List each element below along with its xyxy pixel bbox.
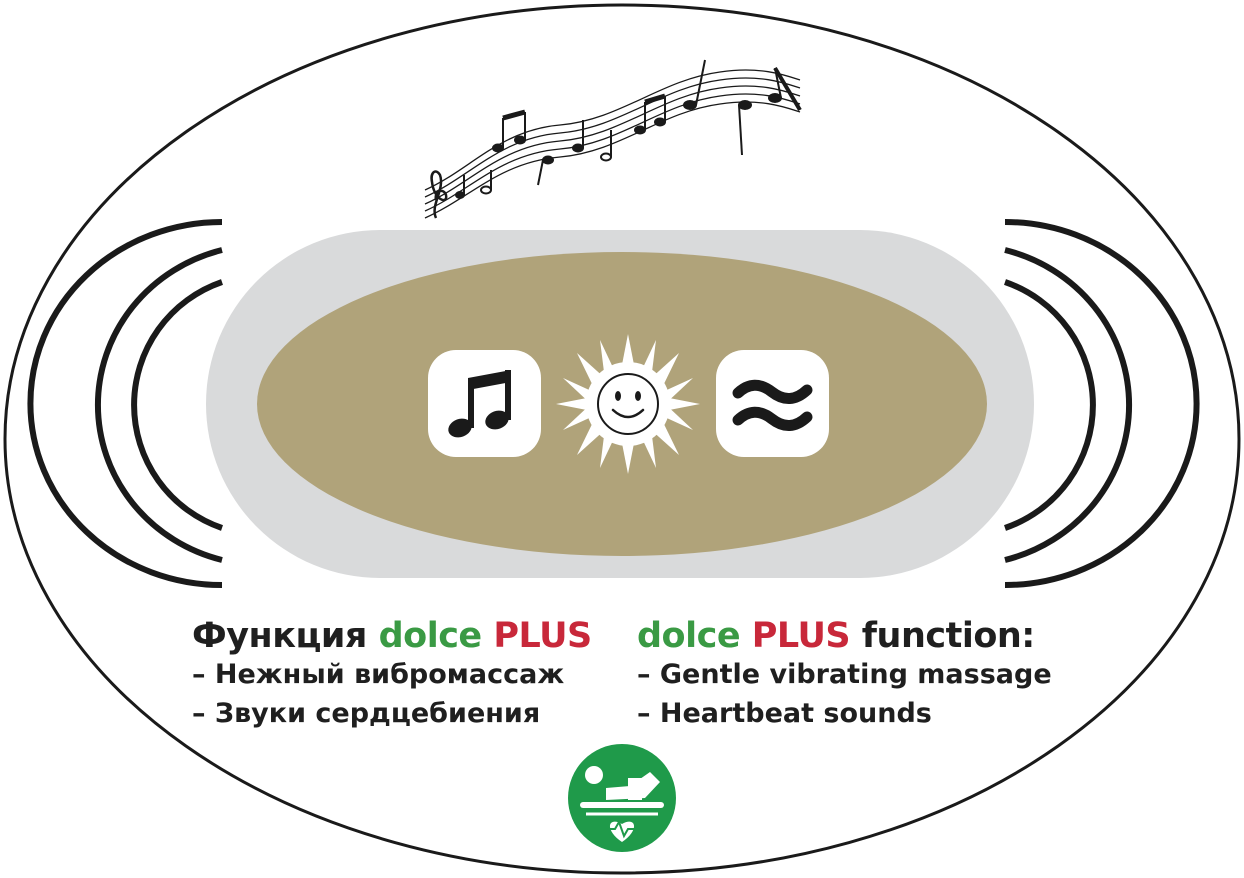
ru-item-heartbeat: – Звуки сердцебиения [192,698,541,729]
sound-wave-arcs-icon [1004,219,1200,588]
sound-wave-arcs-icon [27,219,223,588]
vibration-waves-icon [732,379,813,431]
music-staff-icon [424,59,802,219]
en-heading-suffix: function: [850,616,1036,656]
en-item-heartbeat: – Heartbeat sounds [637,698,932,729]
ru-item-massage: – Нежный вибромассаж [192,659,565,690]
en-item-massage: – Gentle vibrating massage [637,659,1052,690]
ru-heading-prefix: Функция [192,616,379,656]
ru-brand-dolce: dolce [378,616,483,656]
en-heading: dolce PLUS function: [637,616,1035,656]
vibration-button[interactable] [716,350,829,457]
music-note-icon [448,370,511,438]
baby-on-mat-heart-icon [568,744,676,852]
music-button[interactable] [428,350,541,457]
ru-brand-plus: PLUS [493,616,592,656]
en-brand-dolce: dolce [637,616,741,656]
ru-heading: Функция dolce PLUS [192,616,592,656]
smiling-sun-icon[interactable] [556,334,700,474]
en-brand-plus: PLUS [751,616,851,656]
